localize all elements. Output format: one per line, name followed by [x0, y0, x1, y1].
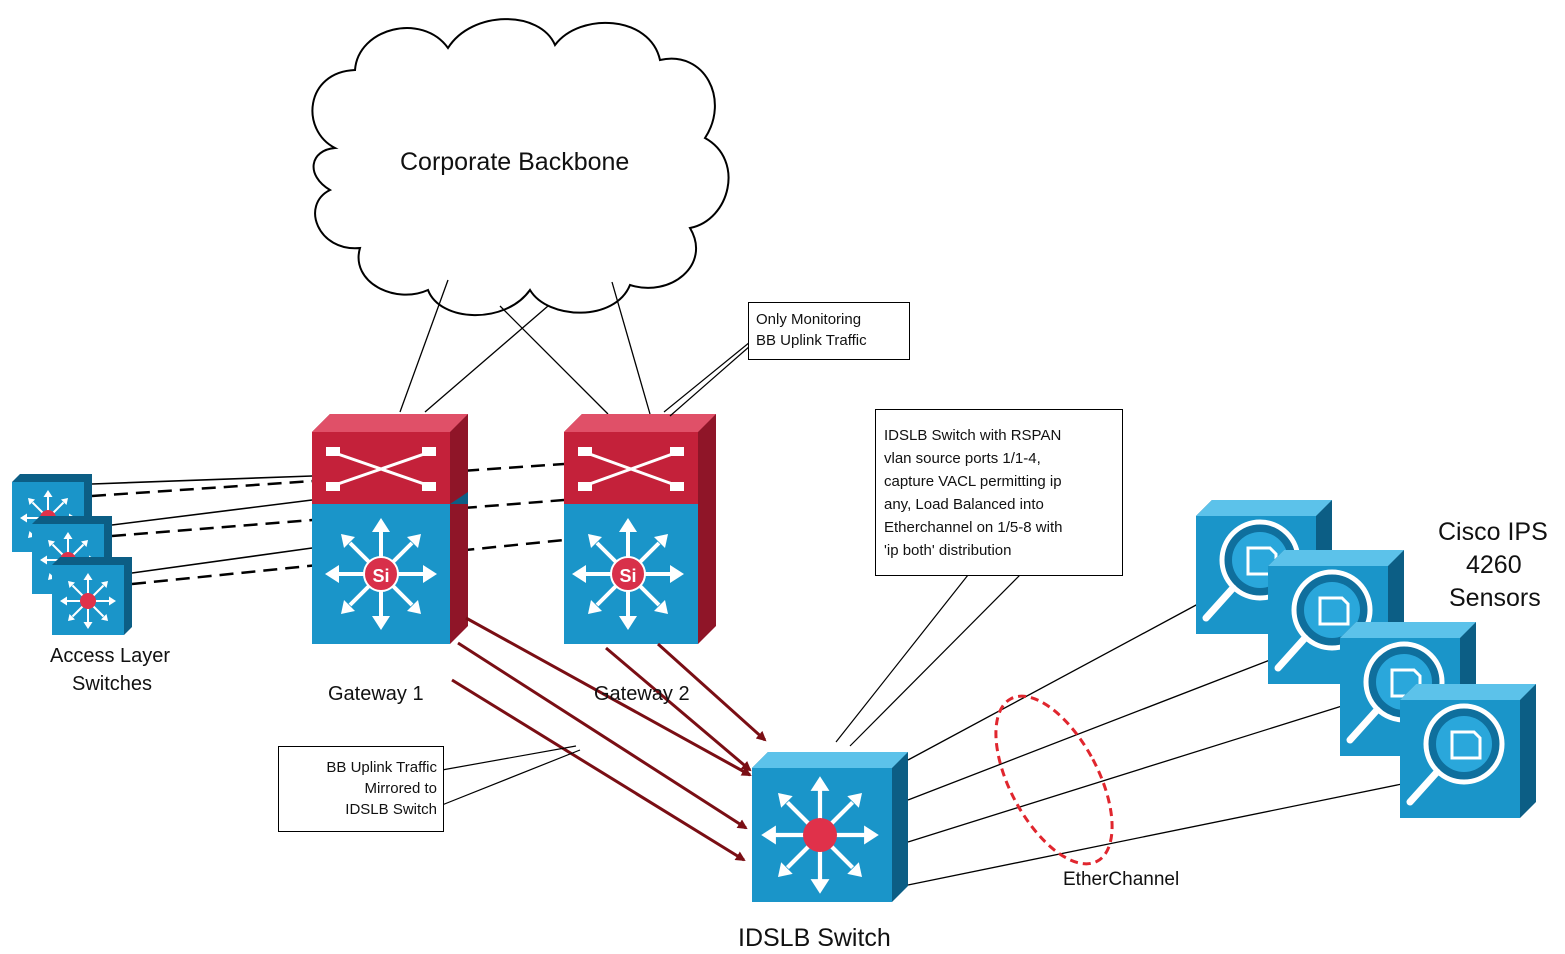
sensors-label-line-1: Cisco IPS [1438, 518, 1548, 546]
idslb-switch-label: IDSLB Switch [738, 924, 891, 952]
monitoring-callout-line-1: Only Monitoring [756, 311, 862, 328]
ips-sensor-4 [1400, 684, 1536, 818]
callout-pointers [441, 341, 1021, 806]
backbone-uplinks [399, 279, 651, 415]
mirror-callout-line-3: IDSLB Switch [345, 801, 437, 818]
access-layer-label-line-2: Switches [72, 673, 153, 695]
monitoring-callout-line-2: BB Uplink Traffic [756, 332, 867, 349]
idslb-callout-line-2: vlan source ports 1/1-4, [884, 450, 1041, 467]
idslb-callout-line-1: IDSLB Switch with RSPAN [884, 427, 1062, 444]
sensors-label-line-2: 4260 [1466, 551, 1522, 579]
idslb-config-callout: IDSLB Switch with RSPAN vlan source port… [875, 409, 1123, 576]
idslb-callout-line-6: 'ip both' distribution [884, 542, 1012, 559]
etherchannel-label: EtherChannel [1063, 869, 1180, 890]
etherchannel-links [907, 603, 1403, 886]
gateway-1-si-badge: Si [372, 566, 389, 586]
gateway-2-device [564, 414, 716, 644]
mirror-arrows [451, 616, 767, 862]
corporate-backbone-cloud [311, 18, 730, 317]
gateway-2-label: Gateway 2 [594, 683, 690, 705]
gateway-2-si-badge: Si [619, 566, 636, 586]
idslb-callout-line-5: Etherchannel on 1/5-8 with [884, 519, 1063, 536]
monitoring-callout: Only Monitoring BB Uplink Traffic [748, 302, 910, 360]
access-links [91, 475, 313, 574]
mirror-callout-line-2: Mirrored to [364, 780, 437, 797]
gateway-1-device [312, 414, 468, 644]
idslb-callout-line-3: capture VACL permitting ip [884, 473, 1062, 490]
corporate-backbone-label: Corporate Backbone [400, 148, 630, 176]
access-switch-3 [52, 557, 132, 635]
idslb-callout-line-4: any, Load Balanced into [884, 496, 1044, 513]
access-layer-label-line-1: Access Layer [50, 645, 171, 667]
mirror-callout-line-1: BB Uplink Traffic [326, 759, 437, 776]
gateway-1-label: Gateway 1 [328, 683, 424, 705]
idslb-switch-device [752, 752, 908, 902]
mirror-callout: BB Uplink Traffic Mirrored to IDSLB Swit… [278, 746, 444, 832]
sensors-label-line-3: Sensors [1449, 584, 1541, 612]
etherchannel-ellipse [994, 694, 1114, 866]
